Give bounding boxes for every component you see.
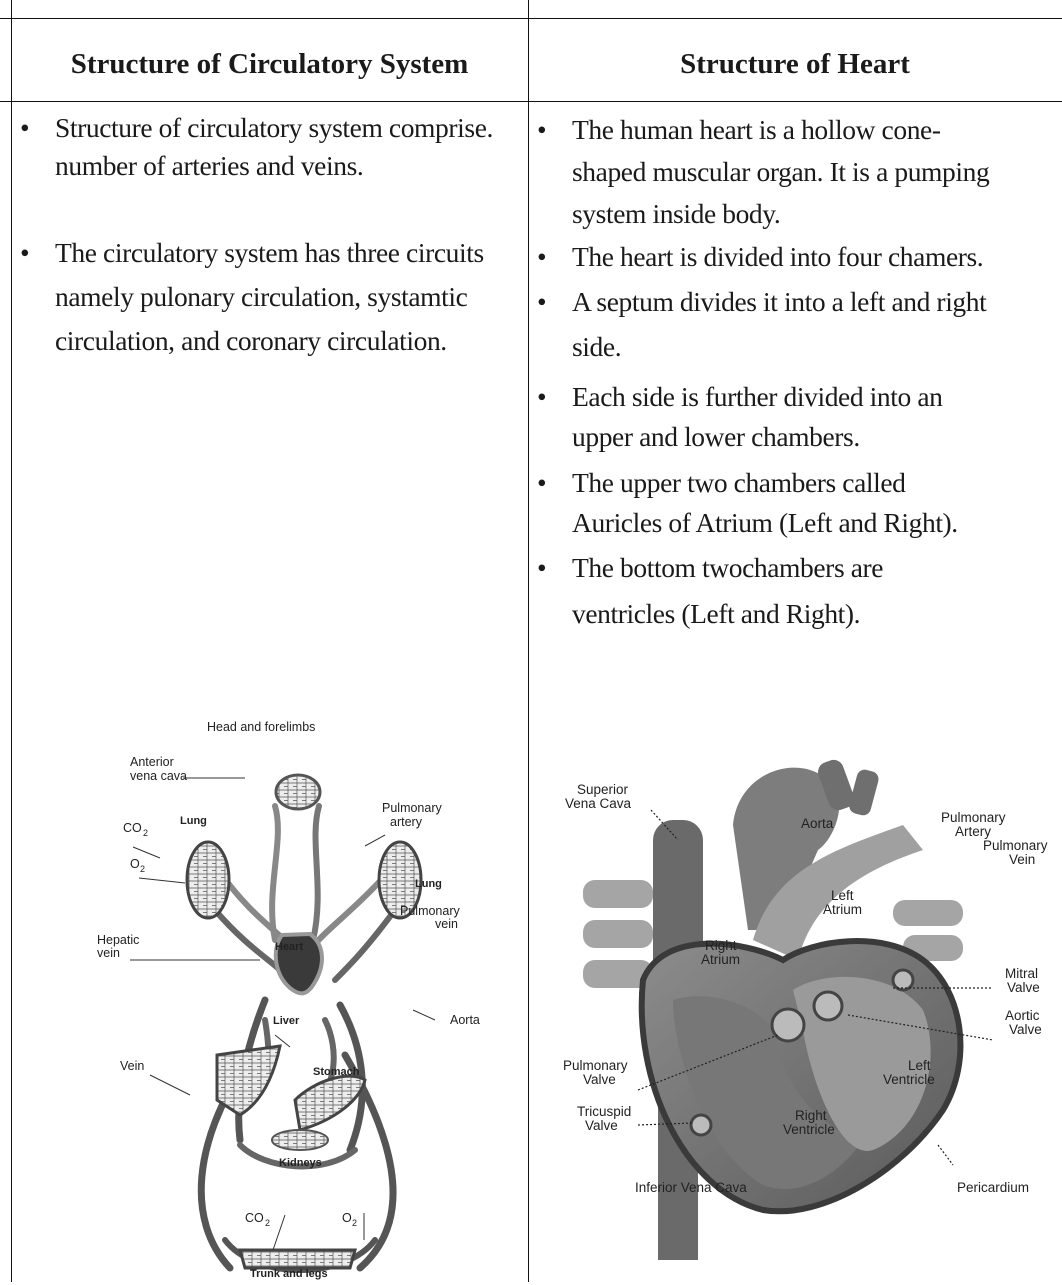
bullet-line: The circulatory system has three circuit… xyxy=(55,237,484,268)
label-aortic: Aortic xyxy=(1005,1008,1040,1023)
label-kidneys: Kidneys xyxy=(279,1157,322,1169)
label-left-ventricle: Left xyxy=(908,1058,931,1073)
label-tricuspid-valve: Valve xyxy=(585,1118,618,1133)
label-pulmonary-vein: Pulmonary xyxy=(400,904,460,918)
label-aorta-heart: Aorta xyxy=(801,816,834,831)
label-head-forelimbs: Head and forelimbs xyxy=(207,720,315,734)
right-column-header: Structure of Heart xyxy=(528,48,1062,81)
bullet-item: The circulatory system has three circuit… xyxy=(20,231,530,363)
bullet-line: Structure of circulatory system comprise… xyxy=(55,112,493,143)
label-pulmonary-valve: Pulmonary xyxy=(563,1058,628,1073)
label-vena-cava-superior: Vena Cava xyxy=(565,796,632,811)
label-inferior-vena-cava: Inferior Vena Cava xyxy=(635,1180,747,1195)
bullet-item: Structure of circulatory system comprise… xyxy=(20,109,530,185)
head-organ xyxy=(276,775,320,809)
label-pulmonary-artery: Pulmonary xyxy=(382,801,442,815)
bullet-item: A septum divides it into a left and righ… xyxy=(537,279,1062,369)
bullet-line: side. xyxy=(572,331,621,362)
label-superior: Superior xyxy=(577,782,629,797)
label-right-ventricle: Right xyxy=(795,1108,827,1123)
label-vena-cava: vena cava xyxy=(130,769,187,783)
label-heart: Heart xyxy=(275,941,303,953)
bullet-item: The upper two chambers called Auricles o… xyxy=(537,463,1062,543)
label-ventricle-right: Ventricle xyxy=(783,1122,835,1137)
left-column-header: Structure of Circulatory System xyxy=(11,48,528,81)
label-ventricle-left: Ventricle xyxy=(883,1072,935,1087)
label-vein: vein xyxy=(435,917,458,931)
bullet-item: Each side is further divided into an upp… xyxy=(537,377,1062,457)
label-artery-heart: Artery xyxy=(955,824,991,839)
bullet-line: shaped muscular organ. It is a pumping xyxy=(572,156,989,187)
label-vein-main: Vein xyxy=(120,1059,144,1073)
label-atrium-right: Atrium xyxy=(701,952,740,967)
label-right-atrium: Right xyxy=(705,938,737,953)
label-valve-pulmonary: Valve xyxy=(583,1072,616,1087)
bullet-line: The heart is divided into four chamers. xyxy=(572,241,983,272)
bullet-item: The heart is divided into four chamers. xyxy=(537,235,1062,279)
label-left-atrium: Left xyxy=(831,888,854,903)
right-bullet-list: The human heart is a hollow cone- shaped… xyxy=(537,109,1062,637)
label-pulmonary-artery-heart: Pulmonary xyxy=(941,810,1006,825)
label-mitral: Mitral xyxy=(1005,966,1038,981)
label-pulmonary-vein-heart: Pulmonary xyxy=(983,838,1048,853)
bullet-line: namely pulonary circulation, systamtic xyxy=(55,281,467,312)
bullet-item: The bottom twochambers are ventricles (L… xyxy=(537,545,1062,637)
label-anterior: Anterior xyxy=(130,755,174,769)
label-o2: O xyxy=(130,857,140,871)
table-border-left xyxy=(11,0,12,1282)
label-atrium-left: Atrium xyxy=(823,902,862,917)
bullet-item: The human heart is a hollow cone- shaped… xyxy=(537,109,1062,235)
bullet-line: A septum divides it into a left and righ… xyxy=(572,286,986,317)
bullet-line: The upper two chambers called xyxy=(572,467,906,498)
label-co2: CO xyxy=(123,821,142,835)
bullet-line: Auricles of Atrium (Left and Right). xyxy=(572,507,958,538)
label-o2-subscript: 2 xyxy=(140,864,145,874)
label-pericardium: Pericardium xyxy=(957,1180,1029,1195)
label-stomach: Stomach xyxy=(313,1066,360,1078)
label-co2-subscript: 2 xyxy=(143,828,148,838)
label-co2-bottom-subscript: 2 xyxy=(265,1218,270,1228)
label-artery: artery xyxy=(390,815,423,829)
bullet-line: The bottom twochambers are xyxy=(572,552,883,583)
label-aortic-valve: Valve xyxy=(1009,1022,1042,1037)
label-o2-bottom: O xyxy=(342,1211,352,1225)
label-tricuspid: Tricuspid xyxy=(577,1104,631,1119)
bullet-line: circulation, and coronary circulation. xyxy=(55,325,447,356)
label-lung-right: Lung xyxy=(415,878,442,890)
label-aorta: Aorta xyxy=(450,1013,480,1027)
bullet-line: number of arteries and veins. xyxy=(55,150,363,181)
circulatory-system-diagram: Head and forelimbs Anterior vena cava Lu… xyxy=(95,720,520,1280)
label-mitral-valve: Valve xyxy=(1007,980,1040,995)
heart-structure-diagram: Superior Vena Cava Aorta Pulmonary Arter… xyxy=(563,730,1062,1270)
table-header-divider xyxy=(0,101,1062,102)
label-hepatic-vein: vein xyxy=(97,946,120,960)
label-lung-left: Lung xyxy=(180,815,207,827)
label-vein-heart: Vein xyxy=(1009,852,1035,867)
label-liver: Liver xyxy=(273,1015,300,1027)
bullet-line: upper and lower chambers. xyxy=(572,421,860,452)
left-bullet-list: Structure of circulatory system comprise… xyxy=(20,109,530,363)
label-trunk-legs: Trunk and legs xyxy=(250,1268,328,1280)
table-border-top xyxy=(0,18,1062,19)
label-hepatic: Hepatic xyxy=(97,933,139,947)
label-co2-bottom: CO xyxy=(245,1211,264,1225)
bullet-line: The human heart is a hollow cone- xyxy=(572,114,941,145)
label-o2-bottom-subscript: 2 xyxy=(352,1218,357,1228)
bullet-line: system inside body. xyxy=(572,198,780,229)
bullet-line: Each side is further divided into an xyxy=(572,381,943,412)
bullet-line: ventricles (Left and Right). xyxy=(572,598,860,629)
